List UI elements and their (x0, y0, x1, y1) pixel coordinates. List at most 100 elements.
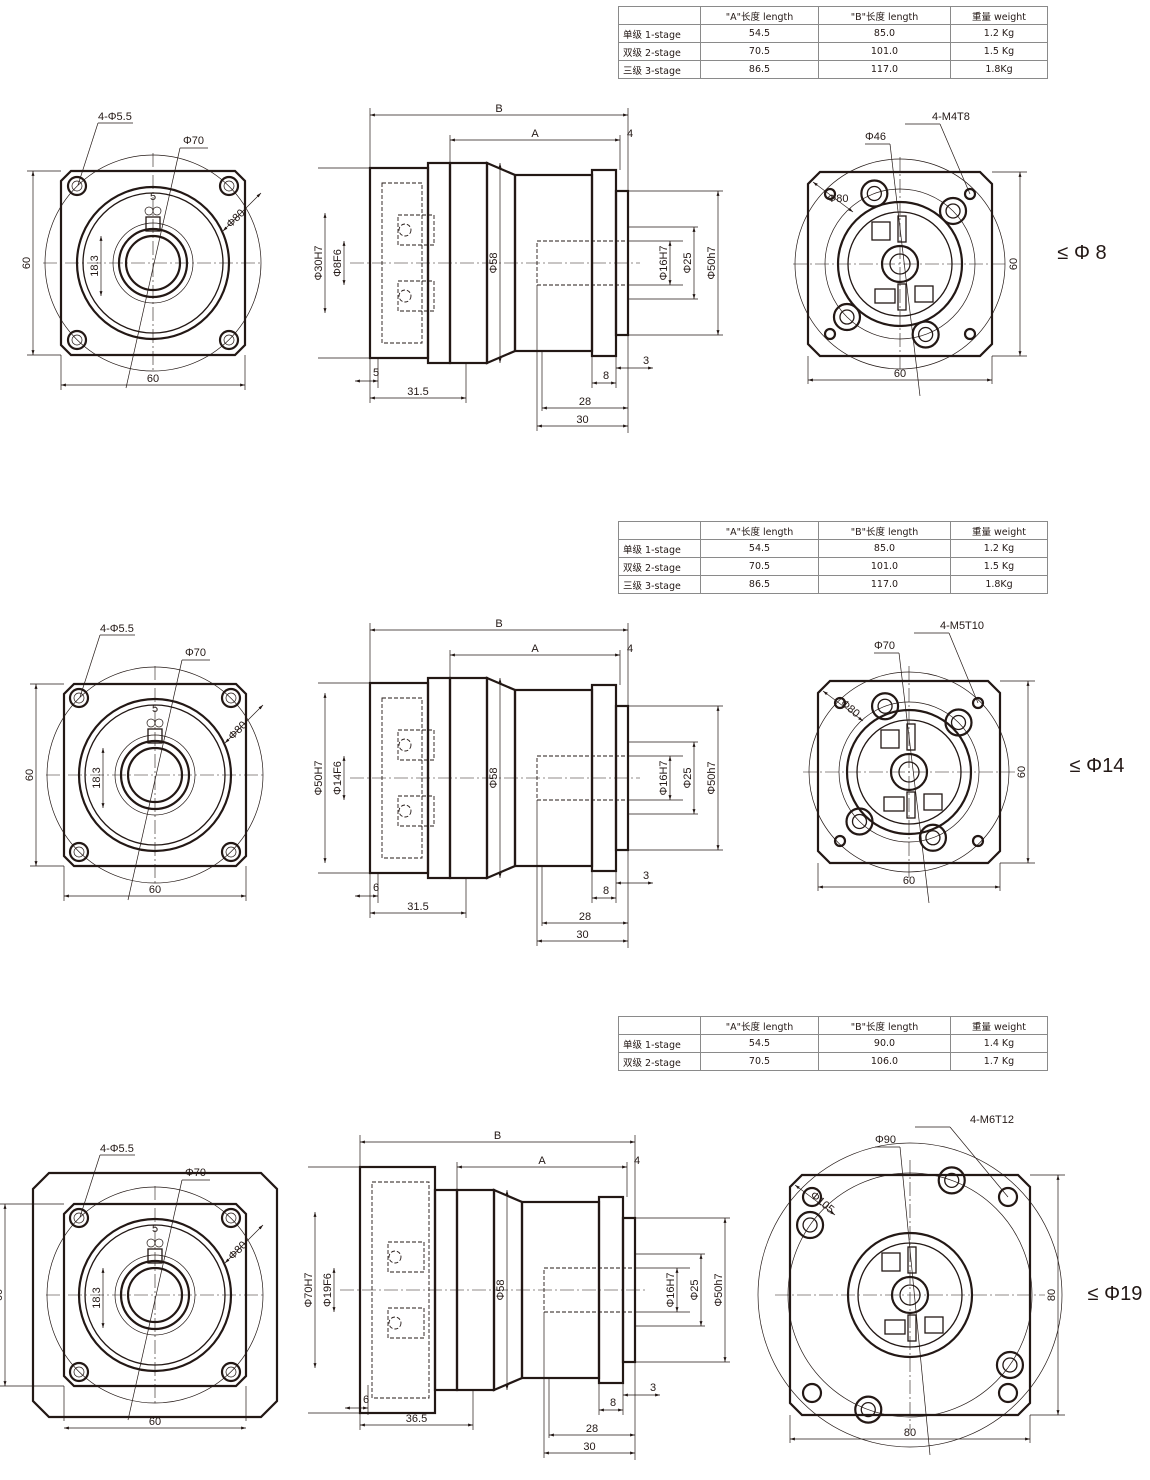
front-holes-label: 4-Φ5.5 (98, 111, 132, 123)
side-d2-dim-label: Φ19F6 (322, 1273, 334, 1307)
pilot-leader (127, 659, 183, 901)
rear-thread-label: 4-M6T12 (970, 1114, 1014, 1126)
table-cell: 90.0 (818, 1034, 951, 1053)
side-d3-dim-label: Φ58 (495, 1279, 507, 1300)
clamp-slot (906, 791, 916, 819)
table-cell: 1.5 Kg (950, 42, 1048, 61)
clamp-screw (398, 738, 412, 752)
bolt-head (854, 1395, 883, 1424)
side-l6-dim-label: 30 (583, 1441, 595, 1453)
mounting-hole (66, 175, 88, 197)
mounting-flange (62, 1202, 248, 1388)
clamp-slot (907, 1314, 917, 1342)
bolt-socket (944, 1172, 960, 1189)
shaft-limit-label: ≤ Φ14 (1070, 755, 1125, 777)
side-d2-dim-label: Φ8F6 (332, 249, 344, 277)
table-cell: 54.5 (700, 1034, 819, 1053)
d1-leader (899, 1146, 931, 1456)
front-pilot-label: Φ70 (183, 135, 204, 147)
table-cell: 1.8Kg (950, 575, 1048, 594)
side-d3-dim-label: Φ58 (488, 767, 500, 788)
side-l4-label: 8 (603, 370, 609, 382)
rear-height-dim-label: 60 (1008, 258, 1020, 270)
mounting-hole-inner (225, 1366, 237, 1378)
table-cell: 86.5 (700, 60, 819, 79)
bolt-socket (851, 813, 868, 830)
table-cell: 单级 1-stage (618, 539, 701, 558)
side-l6-dim-label: 30 (576, 929, 588, 941)
bolt-socket (877, 698, 893, 714)
rear-width-dim-label: 60 (903, 875, 915, 887)
d1-leader (898, 652, 930, 904)
clamp-ring (387, 1241, 425, 1273)
clamp-block (884, 1319, 906, 1335)
side-B-dim-label: B (494, 1130, 501, 1142)
bolt-socket (925, 830, 941, 846)
rear-width-dim-label: 80 (904, 1427, 916, 1439)
clamp-block (874, 288, 896, 304)
clamp-ring (397, 795, 435, 827)
threaded-hole (997, 1186, 1019, 1208)
bolt-socket (866, 185, 882, 202)
mounting-hole (68, 1361, 90, 1383)
threaded-hole (801, 1382, 823, 1404)
clamp-screw (146, 1238, 156, 1248)
mounting-hole (66, 329, 88, 351)
clamp-ring (387, 1307, 425, 1339)
bolt-head (938, 196, 968, 226)
table-header-cell: "B"长度 length (818, 6, 951, 25)
motor-flange (788, 1173, 1032, 1417)
side-d1-dim-label: Φ70H7 (303, 1272, 315, 1307)
shaft-limit-label: ≤ Φ19 (1088, 1283, 1143, 1305)
table-cell: 1.2 Kg (950, 24, 1048, 43)
table-header-cell (618, 6, 701, 25)
motor-flange (806, 170, 994, 358)
clamp-screw (154, 1238, 164, 1248)
table-cell: 70.5 (700, 557, 819, 576)
table-cell: 双级 2-stage (618, 557, 701, 576)
clamp-screw (398, 289, 412, 303)
clamp-screw (146, 718, 156, 728)
side-d4-dim-label: Φ16H7 (665, 1272, 677, 1307)
side-l2-dim-label: 31.5 (407, 386, 428, 398)
side-l1-label: 6 (363, 1394, 369, 1406)
side-B-dim-label: B (495, 618, 502, 630)
mounting-hole (68, 841, 90, 863)
bolt-head (832, 302, 862, 332)
rear-d2-label: Φ80 (838, 697, 862, 720)
front-pilot-label: Φ70 (185, 1167, 206, 1179)
clamp-screw (388, 1316, 402, 1330)
rear-width-dim-label: 60 (894, 368, 906, 380)
side-B-dim-label: B (495, 103, 502, 115)
side-l4-label: 8 (610, 1397, 616, 1409)
table-cell: 85.0 (818, 539, 951, 558)
table-header-cell: "B"长度 length (818, 521, 951, 540)
rear-height-dim-label: 80 (1046, 1289, 1058, 1301)
table-cell: 85.0 (818, 24, 951, 43)
side-d4-dim-label: Φ16H7 (658, 760, 670, 795)
table-cell: 双级 2-stage (618, 1052, 701, 1071)
front-side-dim-label: 60 (0, 1289, 5, 1301)
clamp-slot (897, 283, 907, 311)
table-cell: 117.0 (818, 60, 951, 79)
table-cell: 106.0 (818, 1052, 951, 1071)
bolt-head (870, 692, 900, 721)
mounting-hole-inner (73, 692, 85, 704)
mounting-hole (68, 1207, 90, 1229)
mounting-hole-inner (73, 1212, 85, 1224)
clamp-slot (906, 723, 916, 751)
table-cell: 单级 1-stage (618, 1034, 701, 1053)
side-l2-dim-label: 31.5 (407, 901, 428, 913)
